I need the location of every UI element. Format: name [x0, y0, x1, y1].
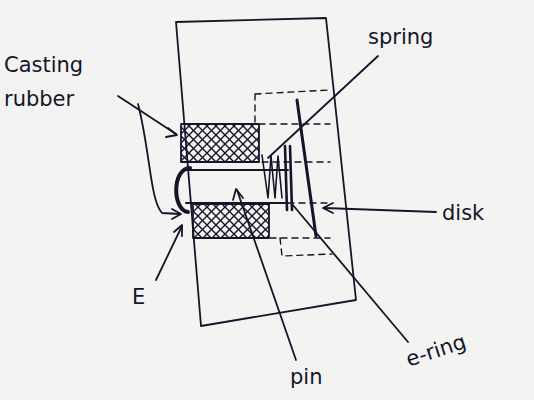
leader	[237, 190, 296, 360]
arrowhead	[174, 225, 182, 236]
arrowhead	[233, 189, 243, 200]
part-label: e-ring	[401, 310, 516, 376]
arrowhead	[323, 203, 333, 213]
rubber-lower	[193, 204, 269, 238]
e-clip	[176, 168, 190, 212]
part-label: spring	[368, 20, 488, 54]
leader	[324, 208, 436, 212]
arrowhead	[172, 209, 181, 219]
spring-symbol	[262, 155, 282, 198]
leader	[268, 56, 378, 158]
leader	[156, 226, 182, 280]
e-ring-symbol	[285, 146, 292, 210]
part-label: pin	[290, 360, 350, 394]
arrowhead	[166, 128, 177, 137]
part-label: disk	[442, 196, 522, 230]
disk-symbol	[297, 100, 316, 236]
hidden-lines	[255, 90, 332, 256]
leader	[138, 104, 180, 214]
leader	[292, 204, 408, 342]
casting-outline	[176, 18, 356, 326]
rubber-upper	[181, 124, 259, 162]
part-label: E	[132, 280, 172, 314]
part-label: Casting rubber	[4, 48, 104, 116]
